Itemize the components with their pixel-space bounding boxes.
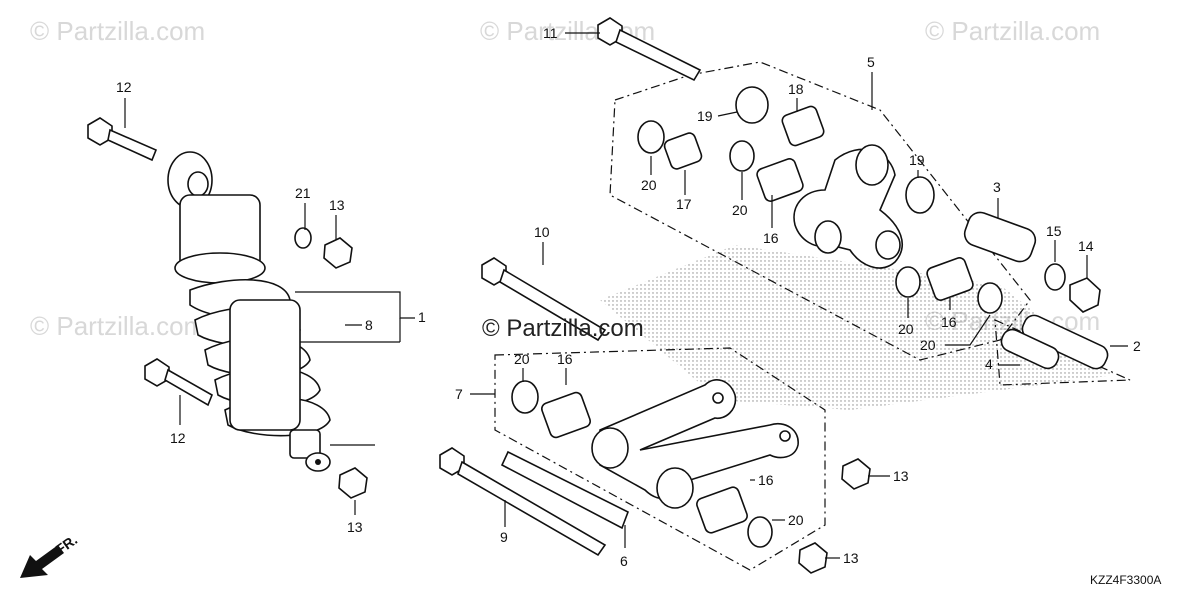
- callout-16: 16: [763, 230, 779, 246]
- callout-16: 16: [557, 351, 573, 367]
- callout-7: 7: [455, 386, 463, 402]
- leader-lines: [124, 32, 1128, 559]
- callout-19: 19: [909, 152, 925, 168]
- bearing-16-d: [696, 486, 748, 534]
- callout-12: 12: [116, 79, 132, 95]
- callout-20: 20: [920, 337, 936, 353]
- center-watermark: © Partzilla.com: [482, 315, 644, 342]
- callouts: 12 21 13 1 8 12 13 11 10 9 6 5 18 19 20 …: [116, 25, 1141, 569]
- collar-6: [500, 450, 630, 530]
- callout-20: 20: [514, 351, 530, 367]
- callout-8: 8: [365, 317, 373, 333]
- callout-15: 15: [1046, 223, 1062, 239]
- callout-5: 5: [867, 54, 875, 70]
- callout-16: 16: [758, 472, 774, 488]
- watermark: © Partzilla.com: [30, 16, 205, 46]
- callout-9: 9: [500, 529, 508, 545]
- bearing-19-right: [905, 176, 935, 214]
- callout-1: 1: [418, 309, 426, 325]
- callout-14: 14: [1078, 238, 1094, 254]
- seal-20-a: [637, 120, 665, 154]
- group-outline-5: [609, 61, 1031, 361]
- collar-4: [1000, 328, 1060, 370]
- front-arrow-icon: FR.: [20, 531, 80, 578]
- bolt-12-top: [87, 117, 158, 162]
- callout-16: 16: [941, 314, 957, 330]
- bolt-12-bottom: [144, 358, 214, 407]
- washer-15: [1044, 263, 1066, 291]
- callout-13: 13: [843, 550, 859, 566]
- nut-13-d: [798, 542, 828, 574]
- callout-13: 13: [347, 519, 363, 535]
- bearing-19-top: [735, 86, 769, 124]
- callout-2: 2: [1133, 338, 1141, 354]
- collar-17: [663, 132, 703, 170]
- shock-absorber: [167, 151, 331, 472]
- bolt-9: [439, 447, 607, 557]
- watermark: © Partzilla.com: [30, 311, 205, 341]
- nut-13-b: [338, 467, 368, 499]
- washer-21: [294, 227, 312, 249]
- seal-20-d: [977, 282, 1003, 314]
- bearing-16-a: [756, 158, 804, 202]
- connecting-rod-7: [591, 379, 799, 509]
- callout-13: 13: [893, 468, 909, 484]
- callout-20: 20: [732, 202, 748, 218]
- bolt-11: [597, 17, 702, 82]
- callout-20: 20: [788, 512, 804, 528]
- callout-10: 10: [534, 224, 550, 240]
- callout-17: 17: [676, 196, 692, 212]
- collar-3: [963, 211, 1037, 263]
- callout-21: 21: [295, 185, 311, 201]
- bearing-16-c: [541, 391, 591, 439]
- callout-13: 13: [329, 197, 345, 213]
- cushion-arm-5: [793, 144, 904, 269]
- seal-20-f: [747, 516, 773, 548]
- seal-20-e: [511, 380, 539, 414]
- seal-20-b: [729, 140, 755, 172]
- watermark: © Partzilla.com: [925, 16, 1100, 46]
- seal-20-c: [895, 266, 921, 298]
- bolt-10: [481, 257, 607, 342]
- nut-13-a: [323, 237, 353, 269]
- group-outline-2-4: [994, 319, 1131, 386]
- bearing-16-b: [926, 257, 974, 301]
- callout-11: 11: [543, 25, 558, 41]
- callout-18: 18: [788, 81, 804, 97]
- callout-19: 19: [697, 108, 713, 124]
- callout-4: 4: [985, 356, 993, 372]
- bearing-18: [781, 105, 825, 147]
- collar-2: [1021, 314, 1109, 370]
- nut-13-c: [841, 458, 871, 490]
- group-outline-7: [494, 347, 826, 571]
- callout-12: 12: [170, 430, 186, 446]
- callout-20: 20: [641, 177, 657, 193]
- callout-6: 6: [620, 553, 628, 569]
- callout-3: 3: [993, 179, 1001, 195]
- diagram-code: KZZ4F3300A: [1090, 573, 1161, 587]
- callout-20: 20: [898, 321, 914, 337]
